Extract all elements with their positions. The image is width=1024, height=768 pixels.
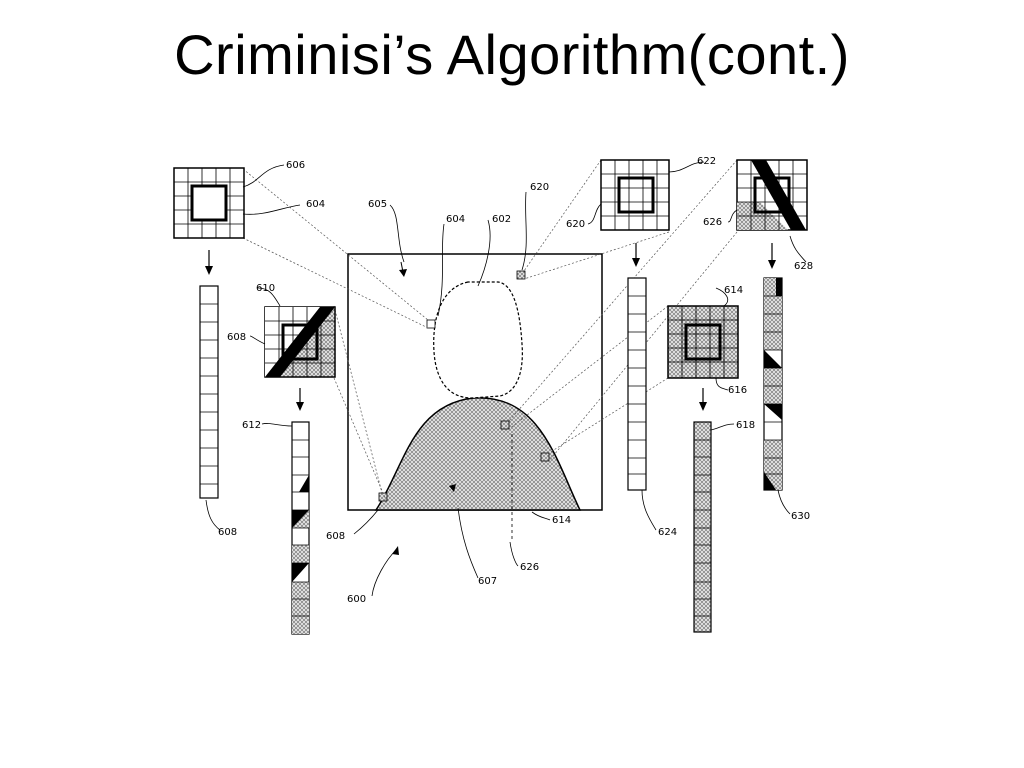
label-626: 626 bbox=[520, 562, 539, 573]
patch-626 bbox=[736, 159, 808, 269]
patch-622 bbox=[600, 159, 670, 267]
label-604: 604 bbox=[306, 199, 325, 210]
label-614: 614 bbox=[552, 515, 571, 526]
label-620: 620 bbox=[530, 182, 549, 193]
patch-marker bbox=[500, 420, 510, 430]
label-602: 602 bbox=[492, 214, 511, 225]
body-region bbox=[374, 397, 582, 511]
label-624: 624 bbox=[658, 527, 677, 538]
label-622: 622 bbox=[697, 156, 716, 167]
patch-marker bbox=[540, 452, 550, 462]
label-600: 600 bbox=[347, 594, 366, 605]
label-610: 610 bbox=[256, 283, 275, 294]
column-624 bbox=[627, 277, 647, 491]
label-604: 604 bbox=[446, 214, 465, 225]
slide-title: Criminisi’s Algorithm(cont.) bbox=[174, 23, 850, 86]
label-607: 607 bbox=[478, 576, 497, 587]
label-626: 626 bbox=[703, 217, 722, 228]
label-616: 616 bbox=[728, 385, 747, 396]
column-612 bbox=[291, 421, 310, 635]
label-608: 608 bbox=[326, 531, 345, 542]
label-608: 608 bbox=[218, 527, 237, 538]
patch-marker bbox=[426, 319, 436, 329]
label-628: 628 bbox=[794, 261, 813, 272]
patch-606 bbox=[173, 167, 245, 275]
leader-lines bbox=[205, 161, 807, 597]
label-605: 605 bbox=[368, 199, 387, 210]
reference-labels: 606 604 605 604 602 620 622 620 626 628 … bbox=[218, 156, 813, 605]
column-608 bbox=[199, 285, 219, 499]
column-618 bbox=[693, 421, 712, 633]
head-region bbox=[433, 281, 523, 399]
main-image-panel bbox=[347, 253, 603, 540]
label-618: 618 bbox=[736, 420, 755, 431]
label-630: 630 bbox=[791, 511, 810, 522]
label-620: 620 bbox=[566, 219, 585, 230]
label-614: 614 bbox=[724, 285, 743, 296]
label-606: 606 bbox=[286, 160, 305, 171]
patch-marker bbox=[516, 270, 526, 280]
label-608: 608 bbox=[227, 332, 246, 343]
label-612: 612 bbox=[242, 420, 261, 431]
patch-610 bbox=[264, 306, 336, 411]
column-630 bbox=[763, 277, 783, 491]
patch-614 bbox=[667, 305, 739, 411]
